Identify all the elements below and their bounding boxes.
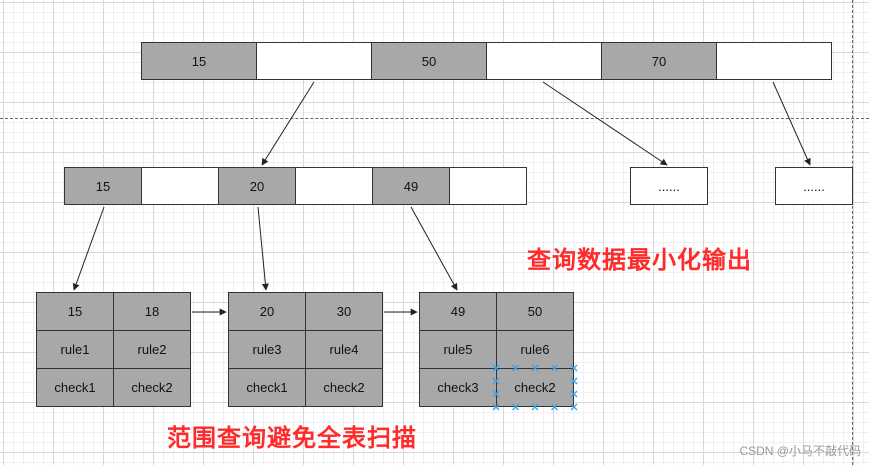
- arrow-internal-to-leaf-2: [257, 206, 269, 291]
- leaf-2-key-2: 30: [305, 292, 383, 331]
- internal-pointer-1: [141, 167, 219, 205]
- leaf-2-rule-1: rule3: [228, 330, 306, 369]
- root-key-1: 15: [141, 42, 257, 80]
- guide-line-vertical: [852, 0, 853, 465]
- arrow-internal-to-leaf-3: [410, 206, 458, 291]
- internal-pointer-2: [295, 167, 373, 205]
- internal-key-1: 15: [64, 167, 142, 205]
- arrow-root-to-internal: [261, 81, 315, 166]
- internal-key-2: 20: [218, 167, 296, 205]
- annotation-range-scan: 范围查询避免全表扫描: [167, 424, 417, 452]
- leaf-3-rule-1: rule5: [419, 330, 497, 369]
- root-pointer-3: [716, 42, 832, 80]
- leaf-2-check-1: check1: [228, 368, 306, 407]
- leaf-2-check-2: check2: [305, 368, 383, 407]
- root-pointer-2: [486, 42, 602, 80]
- leaf-3-check-2: check2: [496, 368, 574, 407]
- annotation-min-output: 查询数据最小化输出: [527, 246, 752, 274]
- ellipsis-node-2: ......: [775, 167, 853, 205]
- arrow-internal-to-leaf-1: [72, 206, 105, 291]
- guide-line-horizontal: [0, 118, 869, 119]
- root-key-2: 50: [371, 42, 487, 80]
- arrow-root-to-ellipsis-2: [772, 81, 811, 166]
- internal-pointer-3: [449, 167, 527, 205]
- leaf-1-check-1: check1: [36, 368, 114, 407]
- selection-marker-icon: [492, 364, 578, 411]
- internal-key-3: 49: [372, 167, 450, 205]
- leaf-3-key-1: 49: [419, 292, 497, 331]
- arrow-root-to-ellipsis-1: [542, 81, 668, 166]
- watermark: CSDN @小马不敲代码: [739, 444, 861, 458]
- leaf-1-key-2: 18: [113, 292, 191, 331]
- leaf-2-key-1: 20: [228, 292, 306, 331]
- leaf-1-rule-2: rule2: [113, 330, 191, 369]
- leaf-1-check-2: check2: [113, 368, 191, 407]
- root-key-3: 70: [601, 42, 717, 80]
- ellipsis-node-1: ......: [630, 167, 708, 205]
- leaf-1-key-1: 15: [36, 292, 114, 331]
